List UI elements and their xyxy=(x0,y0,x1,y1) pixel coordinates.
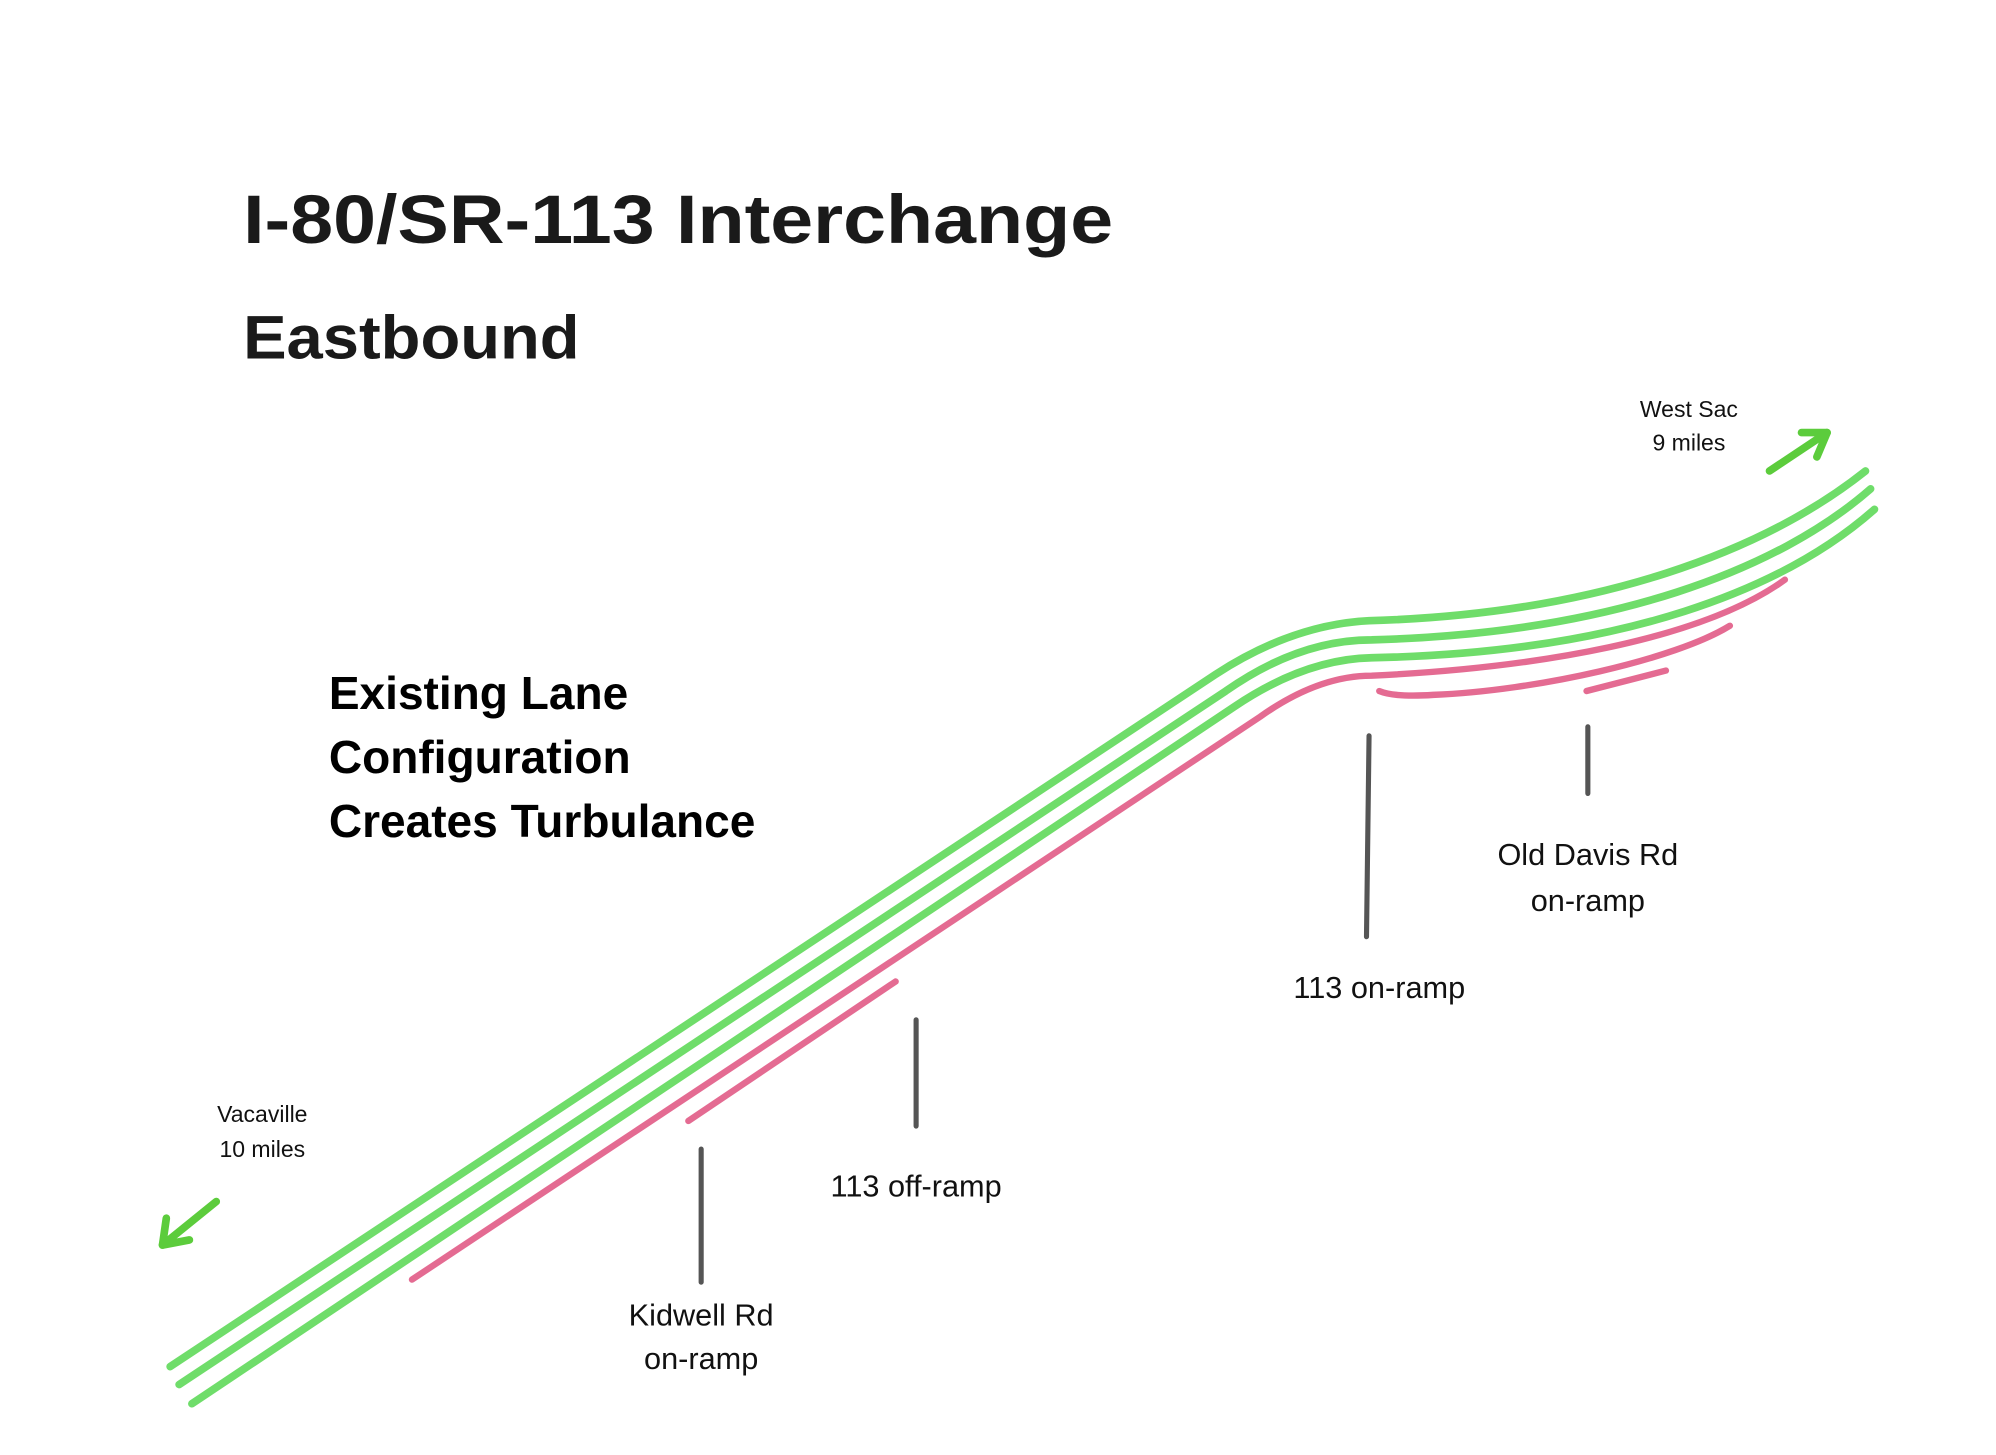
on113-label: 113 on-ramp xyxy=(1293,970,1465,1005)
west-destination-name: Vacaville xyxy=(217,1101,307,1127)
through-lane-3 xyxy=(188,505,1879,1408)
olddavis-label-2: on-ramp xyxy=(1531,883,1645,918)
arrow-northeast-icon xyxy=(1765,428,1831,475)
east-destination-distance: 9 miles xyxy=(1652,429,1725,455)
arrow-southwest-icon xyxy=(158,1197,221,1249)
on113-marker xyxy=(1363,733,1372,940)
through-lane-1 xyxy=(166,467,1870,1371)
aux-lane-old-davis xyxy=(1583,667,1670,695)
note-line-2: Configuration xyxy=(329,731,631,783)
east-destination-name: West Sac xyxy=(1640,396,1738,422)
west-destination-distance: 10 miles xyxy=(219,1136,305,1162)
through-lane-2 xyxy=(175,485,1875,1389)
olddavis-label-1: Old Davis Rd xyxy=(1497,837,1678,872)
aux-lane-main xyxy=(408,576,1789,1283)
off113-label: 113 off-ramp xyxy=(831,1168,1002,1203)
kidwell-label-2: on-ramp xyxy=(644,1341,758,1376)
note-line-1: Existing Lane xyxy=(329,667,628,719)
diagram-title: I-80/SR-113 Interchange xyxy=(243,180,1113,258)
aux-lane-113-on xyxy=(1376,622,1734,699)
note-line-3: Creates Turbulance xyxy=(329,795,755,847)
kidwell-label-1: Kidwell Rd xyxy=(629,1298,774,1333)
diagram-subtitle: Eastbound xyxy=(243,303,580,372)
aux-lane-kidwell xyxy=(685,978,899,1125)
